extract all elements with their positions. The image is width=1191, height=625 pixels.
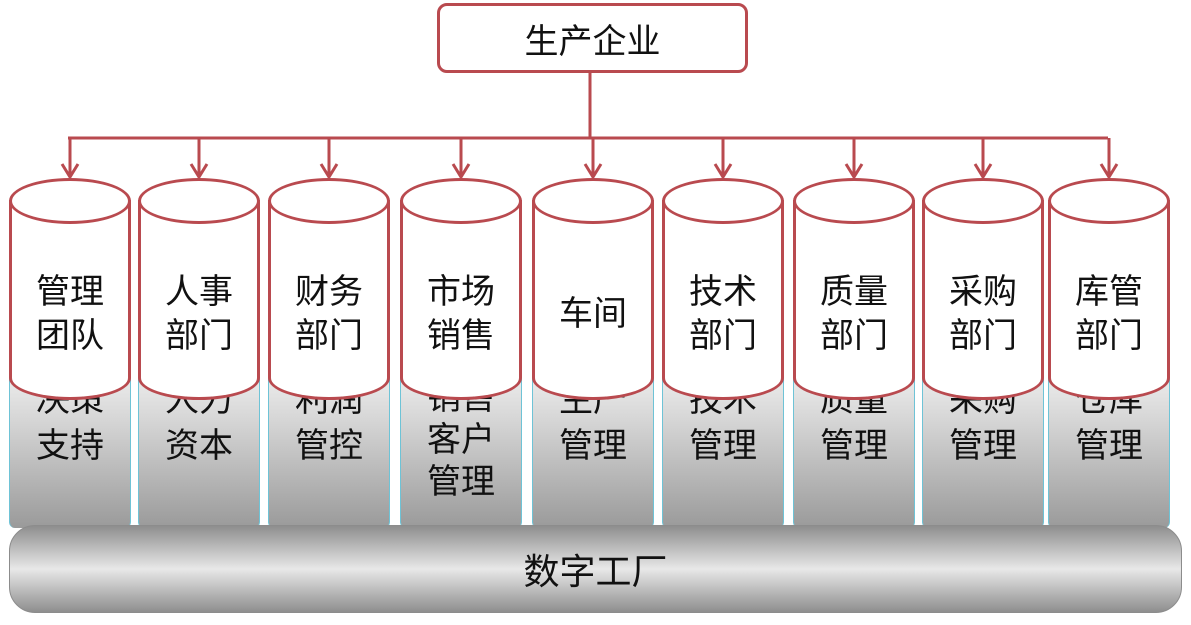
- department-label: 质量部门: [820, 272, 888, 356]
- arrowhead-icon: [844, 163, 864, 180]
- arrowhead-icon: [189, 163, 209, 180]
- arrowhead-icon: [583, 163, 603, 180]
- department-cylinder: [532, 200, 654, 400]
- cylinder-top: [793, 178, 915, 224]
- connector-lines: [60, 73, 1119, 180]
- department-cylinder: [922, 200, 1044, 400]
- department-column-1: 人力资本 人事部门: [138, 178, 260, 528]
- department-cylinder: [268, 200, 390, 400]
- department-cylinder: [400, 200, 522, 400]
- cylinder-top: [662, 178, 784, 224]
- department-cylinder: [793, 200, 915, 400]
- root-node-box: 生产企业: [437, 3, 748, 73]
- department-label: 车间: [559, 294, 627, 334]
- department-cylinder: [662, 200, 784, 400]
- arrowhead-icon: [451, 163, 471, 180]
- department-column-4: 生产管理 车间: [532, 178, 654, 528]
- department-label: 技术部门: [689, 272, 757, 356]
- arrowhead-icon: [1099, 163, 1119, 180]
- department-cylinder: [9, 200, 131, 400]
- cylinder-top: [9, 178, 131, 224]
- department-label: 采购部门: [949, 272, 1017, 356]
- base-platform: 数字工厂: [9, 525, 1182, 613]
- department-column-7: 采购管理 采购部门: [922, 178, 1044, 528]
- cylinder-top: [532, 178, 654, 224]
- cylinder-top: [922, 178, 1044, 224]
- department-label: 财务部门: [295, 272, 363, 356]
- department-cylinder: [138, 200, 260, 400]
- department-cylinder: [1048, 200, 1170, 400]
- department-column-5: 技术管理 技术部门: [662, 178, 784, 528]
- cylinder-top: [138, 178, 260, 224]
- department-label: 管理团队: [36, 272, 104, 356]
- cylinder-top: [400, 178, 522, 224]
- cylinder-top: [1048, 178, 1170, 224]
- department-label: 库管部门: [1075, 272, 1143, 356]
- cylinder-top: [268, 178, 390, 224]
- department-label: 人事部门: [165, 272, 233, 356]
- department-column-6: 质量管理 质量部门: [793, 178, 915, 528]
- base-platform-label: 数字工厂: [523, 552, 668, 593]
- arrowhead-icon: [713, 163, 733, 180]
- arrowhead-icon: [319, 163, 339, 180]
- root-node-label: 生产企业: [524, 21, 661, 62]
- branch-arrows: [60, 138, 1119, 180]
- arrowhead-icon: [973, 163, 993, 180]
- arrowhead-icon: [60, 163, 80, 180]
- department-column-0: 决策支持 管理团队: [9, 178, 131, 528]
- department-column-8: 仓库管理 库管部门: [1048, 178, 1170, 528]
- department-label: 市场销售: [427, 272, 495, 356]
- department-column-2: 利润管控 财务部门: [268, 178, 390, 528]
